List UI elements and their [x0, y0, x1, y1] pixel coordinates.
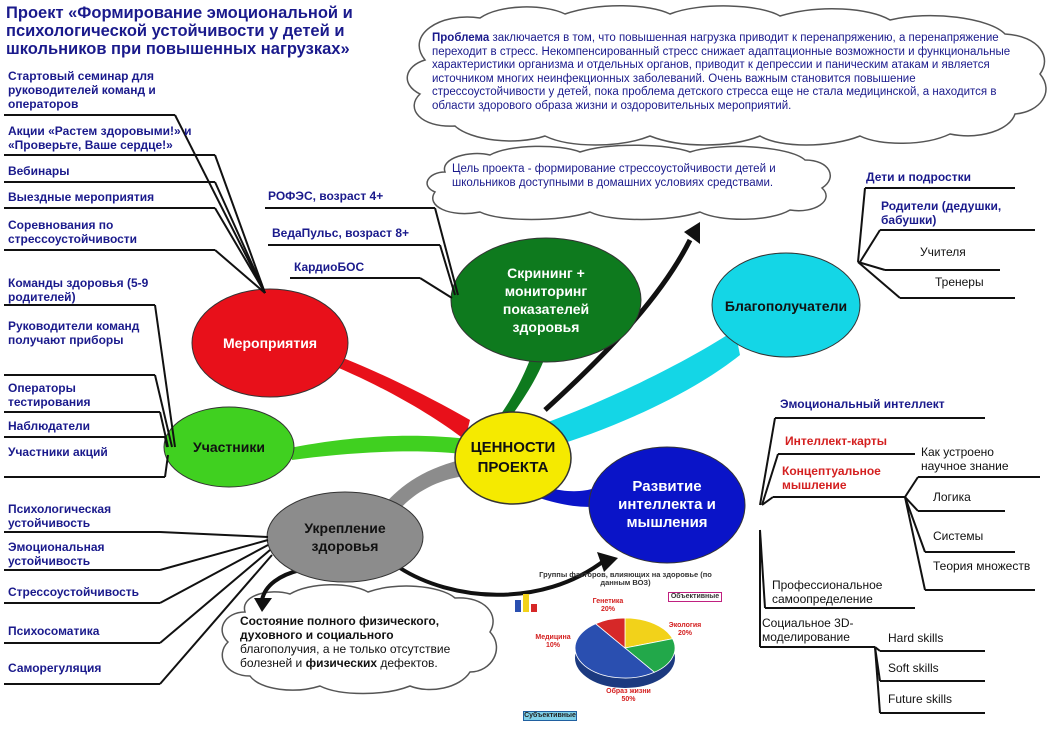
health-definition-text: Состояние полного физического, духовного…: [240, 614, 475, 670]
health-definition-cloud: [221, 584, 498, 695]
pie-value-lifestyle: 50%: [621, 696, 636, 703]
pie-value-medicine: 10%: [545, 642, 560, 649]
health-item-psychosomatics: Психосоматика: [8, 624, 100, 638]
events-item-competitions: Соревнования по стрессоустойчивости: [8, 218, 138, 246]
intellect-item-conceptual: Концептуальное мышление: [782, 464, 881, 492]
pie-name-medicine: Медицина: [535, 634, 571, 641]
beneficiaries-item-teachers: Учителя: [920, 245, 966, 259]
health-item-selfreg: Саморегуляция: [8, 661, 102, 675]
participants-item-teams: Команды здоровья (5-9 родителей): [8, 276, 149, 304]
intellect-sub-sets: Теория множеств: [933, 559, 1031, 573]
participants-lines: [4, 304, 176, 478]
health-item-emotional: Эмоциональная устойчивость: [8, 540, 105, 568]
beneficiaries-item-coaches: Тренеры: [935, 275, 984, 289]
events-node-shape: [191, 288, 349, 398]
center-node-shape: [454, 411, 572, 505]
pie-title: Группы факторов, влияющих на здоровье (п…: [539, 570, 712, 587]
health-item-stress: Стрессоустойчивость: [8, 585, 140, 599]
definition-bold-1: Состояние полного физического, духовного…: [240, 614, 440, 642]
screening-item-vedapuls: ВедаПульс, возраст 8+: [272, 226, 410, 240]
health-item-psych: Психологическая устойчивость: [8, 502, 112, 530]
screening-node-shape: [450, 237, 642, 363]
problem-cloud: [406, 5, 1047, 146]
intellect-node[interactable]: Развитие интеллекта и мышления: [618, 478, 716, 531]
participants-item-action-members: Участники акций: [8, 445, 108, 459]
branch-participants: [290, 435, 475, 460]
screening-item-kardiobos: КардиоБОС: [294, 260, 365, 274]
goal-cloud: [426, 144, 831, 221]
participants-item-leaders: Руководители команд получают приборы: [8, 319, 140, 347]
arrow-head-definition: [254, 598, 272, 612]
beneficiaries-item-children: Дети и подростки: [866, 170, 971, 184]
skill-hard: Hard skills: [888, 631, 944, 645]
screening-lines: [265, 207, 459, 299]
pie-slice-0: [624, 617, 674, 649]
pie-name-ecology: Экология: [668, 622, 702, 629]
branch-beneficiaries: [540, 330, 740, 448]
pie-name-lifestyle: Образ жизни: [606, 688, 651, 695]
problem-lead: Проблема: [432, 32, 490, 44]
definition-normal-2: дефектов.: [377, 656, 438, 670]
events-lines: [4, 114, 266, 294]
goal-text: Цель проекта - формирование стрессоустой…: [452, 163, 776, 189]
page-title: Проект «Формирование эмоциональной и пси…: [6, 4, 353, 58]
intellect-lines: [759, 417, 1040, 714]
intellect-sub-logic: Логика: [933, 490, 971, 504]
beneficiaries-lines: [857, 187, 1035, 299]
screening-node[interactable]: Скрининг + мониторинг показателей здоров…: [502, 265, 590, 335]
intellect-node-shape: [588, 446, 746, 564]
pie-slice-1: [624, 638, 676, 673]
problem-body: заключается в том, что повышенная нагруз…: [432, 32, 1011, 112]
participants-node-shape: [163, 406, 295, 488]
participants-item-observers: Наблюдатели: [8, 419, 91, 433]
health-node[interactable]: Укрепление здоровья: [304, 520, 386, 554]
pie-tag-objective: Объективные: [668, 592, 722, 602]
pie-name-genetics: Генетика: [592, 598, 624, 605]
pie-tag-subjective: Субъективные: [523, 711, 577, 721]
screening-item-rofes: РОФЭС, возраст 4+: [268, 189, 384, 203]
beneficiaries-node-shape: [711, 252, 861, 358]
events-item-seminar: Стартовый семинар для руководителей кома…: [8, 69, 156, 111]
skill-future: Future skills: [888, 692, 953, 706]
definition-normal-1: благополучия, а не только отсутствие бол…: [240, 642, 451, 670]
problem-text: Проблема заключается в том, что повышенн…: [432, 32, 1024, 113]
chart-icon: [515, 594, 537, 612]
center-node[interactable]: ЦЕННОСТИ ПРОЕКТА: [470, 439, 556, 476]
intellect-item-emotional: Эмоциональный интеллект: [780, 397, 945, 411]
events-item-webinars: Вебинары: [8, 164, 70, 178]
events-item-field: Выездные мероприятия: [8, 190, 155, 204]
intellect-item-mindmaps: Интеллект-карты: [785, 434, 888, 448]
intellect-sub-systems: Системы: [933, 529, 984, 543]
factors-pie-chart: [574, 617, 676, 688]
events-node[interactable]: Мероприятия: [223, 335, 317, 351]
pie-value-genetics: 20%: [600, 606, 615, 613]
beneficiaries-node[interactable]: Благополучатели: [724, 298, 848, 314]
events-item-actions: Акции «Растем здоровыми!» и «Проверьте, …: [8, 124, 192, 152]
arrow-head-goal: [684, 222, 700, 244]
definition-bold-2: физических: [305, 656, 378, 670]
skill-soft: Soft skills: [888, 661, 939, 675]
pie-slice-2: [574, 623, 656, 679]
arrow-to-chart: [398, 558, 607, 597]
pie-value-ecology: 20%: [677, 630, 692, 637]
intellect-item-modeling: Социальное 3D-моделирование: [762, 616, 854, 644]
health-lines: [4, 531, 273, 685]
intellect-item-professional: Профессиональное самоопределение: [772, 578, 883, 606]
arrow-head-chart: [597, 552, 618, 572]
participants-node[interactable]: Участники: [193, 439, 265, 455]
pie-slice-3: [594, 617, 626, 649]
branch-health: [380, 460, 465, 515]
beneficiaries-item-parents: Родители (дедушки, бабушки): [881, 199, 1002, 227]
participants-item-operators: Операторы тестирования: [8, 381, 91, 409]
intellect-sub-science: Как устроено научное знание: [921, 445, 1009, 473]
